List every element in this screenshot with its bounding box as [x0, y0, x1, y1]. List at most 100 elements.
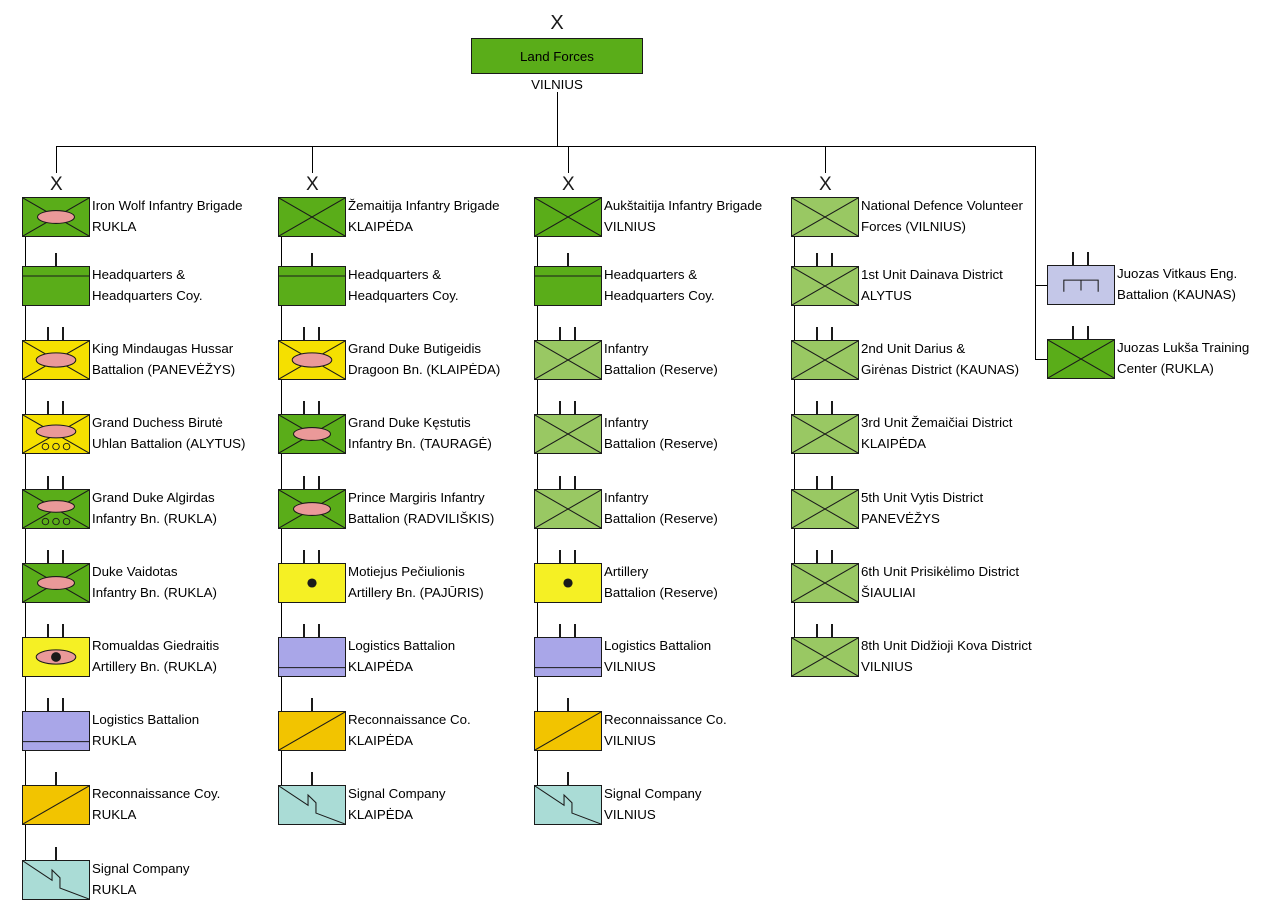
connector-horizontal: [1035, 285, 1047, 286]
echelon-tick-battalion: [47, 401, 49, 415]
root-node-land-forces[interactable]: Land Forces: [471, 38, 643, 74]
unit-location: Headquarters Coy.: [604, 288, 715, 303]
echelon-tick-battalion: [47, 549, 49, 563]
unit-location: KLAIPĖDA: [348, 659, 414, 674]
wheeled-mechanized-infantry-icon: [22, 488, 90, 529]
echelon-tick-battalion: [831, 549, 833, 563]
echelon-tick-battalion: [831, 253, 833, 266]
unit-name: 8th Unit Didžioji Kova District: [861, 638, 1032, 653]
unit-location: RUKLA: [92, 219, 137, 234]
echelon-brigade-x: X: [306, 174, 319, 195]
unit-aukstaitija-6[interactable]: Reconnaissance Co.VILNIUS: [534, 711, 727, 752]
connector-vertical: [557, 92, 558, 146]
unit-location: Headquarters Coy.: [348, 288, 459, 303]
connector-vertical: [825, 146, 826, 173]
mechanized-cavalry-icon: [22, 340, 90, 381]
unit-name: Žemaitija Infantry Brigade: [348, 198, 500, 213]
unit-zemaitija-0[interactable]: Headquarters &Headquarters Coy.: [278, 266, 459, 306]
unit-name: Juozas Lukša Training: [1117, 340, 1250, 356]
unit-name: Duke Vaidotas: [92, 563, 178, 579]
unit-name: Iron Wolf Infantry Brigade: [92, 198, 243, 213]
unit-name: Grand Duchess Birutė: [92, 415, 223, 431]
echelon-tick-company: [311, 772, 313, 786]
unit-ndvf-1[interactable]: 2nd Unit Darius &Girėnas District (KAUNA…: [791, 340, 1019, 381]
echelon-tick-battalion: [303, 475, 305, 489]
connector-vertical: [56, 146, 57, 173]
unit-iron-wolf-0[interactable]: Headquarters &Headquarters Coy.: [22, 266, 203, 306]
echelon-tick-battalion: [47, 698, 49, 712]
unit-name: Artillery: [604, 563, 649, 579]
headquarters-icon: [22, 266, 90, 306]
unit-zemaitija-6[interactable]: Reconnaissance Co.KLAIPĖDA: [278, 711, 471, 752]
unit-name: Juozas Vitkaus Eng.: [1117, 266, 1238, 281]
echelon-tick-battalion: [831, 624, 833, 637]
unit-label: Headquarters &Headquarters Coy.: [602, 264, 715, 306]
unit-location: Infantry Bn. (TAURAGĖ): [348, 436, 492, 452]
echelon-tick-battalion: [1087, 252, 1089, 265]
echelon-tick-battalion: [559, 624, 561, 637]
unit-location: KLAIPĖDA: [348, 219, 414, 234]
echelon-tick-company: [311, 253, 313, 266]
unit-location: Dragoon Bn. (KLAIPĖDA): [348, 362, 501, 378]
echelon-tick-battalion: [559, 475, 561, 489]
connector-vertical: [312, 146, 313, 173]
unit-name: 5th Unit Vytis District: [861, 489, 984, 505]
root-echelon-x: X: [550, 12, 564, 34]
echelon-tick-battalion: [831, 401, 833, 415]
signal-icon: [22, 859, 90, 900]
echelon-tick-battalion: [816, 401, 818, 415]
infantry-icon: [791, 340, 859, 381]
unit-name: Logistics Battalion: [348, 638, 456, 653]
echelon-tick-battalion: [62, 401, 64, 415]
unit-iron-wolf-7[interactable]: Reconnaissance Coy.RUKLA: [22, 785, 220, 826]
unit-name: Logistics Battalion: [92, 712, 200, 728]
echelon-tick-battalion: [816, 253, 818, 266]
unit-independent-0[interactable]: Juozas Vitkaus Eng.Battalion (KAUNAS): [1047, 265, 1237, 305]
echelon-tick-battalion: [303, 624, 305, 637]
echelon-tick-battalion: [318, 624, 320, 637]
echelon-tick-battalion: [318, 549, 320, 563]
unit-label: Juozas Vitkaus Eng.Battalion (KAUNAS): [1115, 263, 1237, 305]
wheeled-mechanized-cavalry-icon: [22, 414, 90, 455]
unit-aukstaitija-0[interactable]: Headquarters &Headquarters Coy.: [534, 266, 715, 306]
unit-location: Battalion (Reserve): [604, 436, 718, 452]
